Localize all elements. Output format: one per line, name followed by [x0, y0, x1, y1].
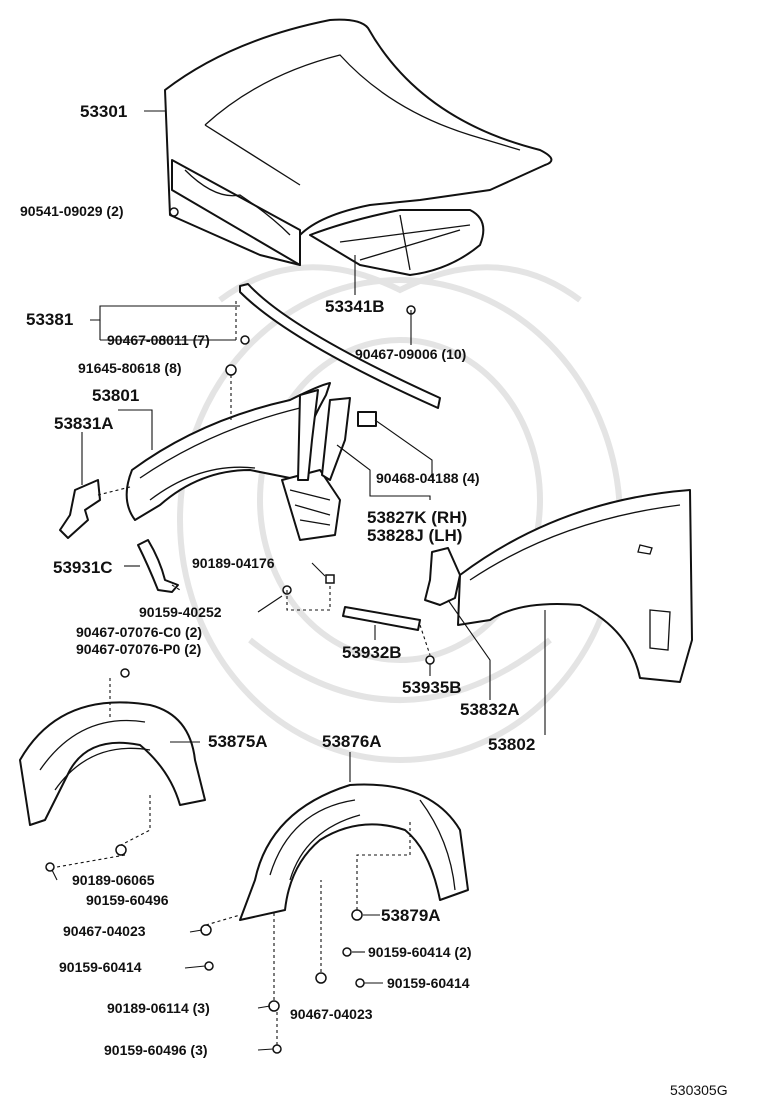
label-53932b: 53932B: [342, 643, 402, 662]
label-90159-60496-3: 90159-60496 (3): [104, 1042, 208, 1058]
label-53876a: 53876A: [322, 732, 382, 751]
bracket-53831a[interactable]: [59, 479, 101, 539]
fender-panel-53801[interactable]: [125, 382, 341, 541]
label-90467-07076-c0: 90467-07076-C0 (2): [76, 624, 202, 640]
fastener-90159-60414-2[interactable]: [342, 947, 352, 957]
fender-liner-53876a[interactable]: [239, 783, 469, 921]
label-53802: 53802: [488, 735, 535, 754]
fastener-90467-04023-b[interactable]: [315, 972, 327, 984]
fender-liner-53875a[interactable]: [19, 701, 206, 826]
label-53935b: 53935B: [402, 678, 462, 697]
label-90467-04023-a: 90467-04023: [63, 923, 146, 939]
fastener-90159-60414-b[interactable]: [355, 978, 365, 988]
label-90467-09006: 90467-09006 (10): [355, 346, 466, 362]
label-53827k: 53827K (RH): [367, 508, 467, 527]
fastener-90189-06114[interactable]: [268, 1000, 280, 1012]
fastener-90541[interactable]: [169, 207, 179, 217]
label-90159-60496: 90159-60496: [86, 892, 169, 908]
fastener-90467-04023-a[interactable]: [200, 924, 212, 936]
label-53831a: 53831A: [54, 414, 114, 433]
fender-brace-53827k[interactable]: [297, 389, 351, 481]
fastener-90159-60496-3[interactable]: [272, 1044, 282, 1054]
label-90467-07076-p0: 90467-07076-P0 (2): [76, 641, 201, 657]
label-53875a: 53875A: [208, 732, 268, 751]
fastener-90159-60496[interactable]: [45, 862, 55, 872]
label-90541: 90541-09029 (2): [20, 203, 124, 219]
fastener-53879a[interactable]: [351, 909, 363, 921]
fastener-90159-60414-a[interactable]: [204, 961, 214, 971]
hood-53301[interactable]: [164, 18, 553, 276]
diagram-code: 530305G: [670, 1082, 728, 1098]
seal-53932b[interactable]: [342, 606, 421, 631]
label-90159-60414-b: 90159-60414: [387, 975, 470, 991]
label-90189-06065: 90189-06065: [72, 872, 155, 888]
leader-lines: [51, 110, 546, 1051]
label-90189-04176: 90189-04176: [192, 555, 275, 571]
label-53879a: 53879A: [381, 906, 441, 925]
label-53832a: 53832A: [460, 700, 520, 719]
label-91645: 91645-80618 (8): [78, 360, 182, 376]
fastener-90467-08011[interactable]: [240, 335, 250, 345]
fastener-90189-04176[interactable]: [325, 574, 335, 584]
label-53828j: 53828J (LH): [367, 526, 462, 545]
label-53801: 53801: [92, 386, 139, 405]
label-90159-60414-2: 90159-60414 (2): [368, 944, 472, 960]
part-labels: 53301 90541-09029 (2) 53341B 90467-09006…: [20, 102, 728, 1098]
label-53341b: 53341B: [325, 297, 385, 316]
label-90159-40252: 90159-40252: [139, 604, 222, 620]
brace-53832a[interactable]: [424, 547, 461, 606]
label-90159-60414-a: 90159-60414: [59, 959, 142, 975]
label-90189-06114: 90189-06114 (3): [107, 1000, 210, 1016]
label-90467-04023-b: 90467-04023: [290, 1006, 373, 1022]
clip-90468[interactable]: [357, 411, 377, 427]
fastener-90189-06065[interactable]: [115, 844, 127, 856]
hood-seal-53381[interactable]: [239, 283, 441, 409]
label-53301: 53301: [80, 102, 127, 121]
fastener-53935b[interactable]: [425, 655, 435, 665]
fastener-90467-07076[interactable]: [120, 668, 130, 678]
label-53381: 53381: [26, 310, 73, 329]
label-90467-08011: 90467-08011 (7): [107, 332, 210, 348]
assembly-lines: [56, 298, 431, 1045]
seal-53931c[interactable]: [137, 539, 179, 593]
fastener-91645[interactable]: [225, 364, 237, 376]
fender-panel-53802[interactable]: [457, 489, 693, 683]
label-53931c: 53931C: [53, 558, 113, 577]
label-90468: 90468-04188 (4): [376, 470, 480, 486]
